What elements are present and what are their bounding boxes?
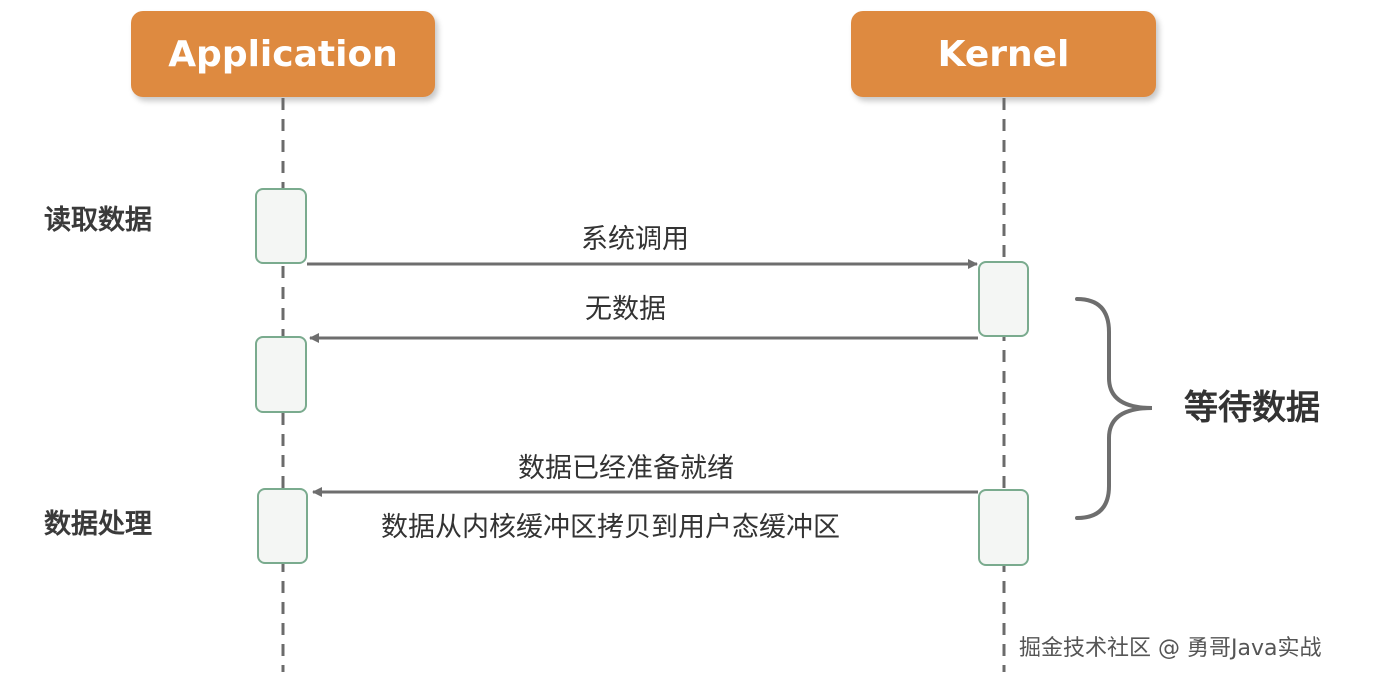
system-call-label: 系统调用 xyxy=(581,224,689,255)
kernel-actor-label: Kernel xyxy=(937,33,1070,75)
application-actor: Application xyxy=(131,11,435,97)
application-actor-label: Application xyxy=(168,33,398,75)
process-data-label: 数据处理 xyxy=(44,509,152,540)
watermark: 掘金技术社区 @ 勇哥Java实战 xyxy=(1019,636,1322,661)
kernel-actor: Kernel xyxy=(851,11,1156,97)
app-activation-1 xyxy=(255,188,307,264)
data-ready-label: 数据已经准备就绪 xyxy=(518,453,734,484)
kernel-activation-1 xyxy=(978,261,1029,337)
no-data-label: 无数据 xyxy=(585,294,666,325)
waiting-brace xyxy=(1075,297,1153,520)
waiting-data-label: 等待数据 xyxy=(1184,388,1320,428)
app-activation-2 xyxy=(255,336,307,413)
read-data-label: 读取数据 xyxy=(44,205,152,236)
app-activation-3 xyxy=(257,488,308,564)
copy-data-label: 数据从内核缓冲区拷贝到用户态缓冲区 xyxy=(381,512,840,543)
kernel-activation-2 xyxy=(978,489,1029,566)
